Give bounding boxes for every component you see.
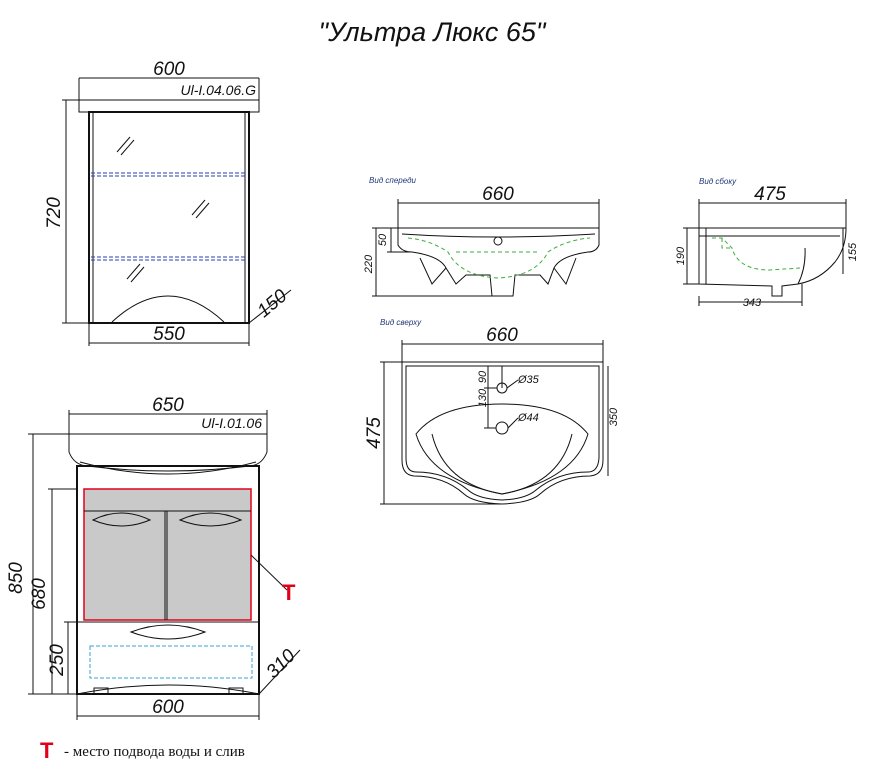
mirror-inner-width-label: 550 [153,324,185,345]
mirror-depth-label: 150 [254,285,292,322]
cabinet-total-height-label: 850 [6,562,27,594]
top-width-label: 660 [486,325,518,346]
bowl-depth-label: 350 [608,407,620,426]
mirror-model-label: Ul-I.04.06.G [181,82,257,98]
cabinet-drawer-height-label: 250 [47,644,68,677]
side-height-left-label: 190 [675,246,687,265]
front-view-label: Вид спереди [369,176,417,185]
front-height-label: 220 [363,254,375,274]
page-title: "Ультра Люкс 65" [319,17,547,47]
vanity-cabinet-drawing: 650 Ul-I.01.06 850 680 250 [6,395,301,720]
legend-marker: T [40,738,54,763]
mirror-width-label: 600 [153,59,185,80]
cabinet-top-width-label: 650 [152,395,184,416]
sink-top-view: Вид сверху 660 90 130 Ø35 Ø44 475 350 [364,318,620,505]
side-view-label: Вид сбоку [699,177,737,186]
sink-side-view: Вид сбоку 475 190 155 343 [675,177,859,309]
cabinet-depth-label: 310 [262,645,300,683]
front-width-label: 660 [482,184,514,205]
cabinet-model-label: Ul-I.01.06 [201,415,262,431]
drain-hole-label: Ø44 [517,412,539,424]
side-bottom-depth-label: 343 [743,297,762,309]
tap-hole-label: Ø35 [517,374,540,386]
top-dim-a-label: 90 [477,370,489,383]
legend-text: - место подвода воды и слив [64,744,245,760]
top-view-label: Вид сверху [380,318,422,327]
side-height-right-label: 155 [847,242,859,261]
side-depth-label: 475 [754,184,786,205]
top-depth-label: 475 [364,417,385,449]
mirror-height-label: 720 [44,197,65,229]
cabinet-body-height-label: 680 [29,578,50,610]
legend: T - место подвода воды и слив [40,738,245,763]
mirror-cabinet-drawing: 600 Ul-I.04.06.G 720 550 150 [44,59,292,346]
cabinet-base-width-label: 600 [152,697,184,718]
connection-marker: T [282,580,296,605]
sink-front-view: Вид спереди 660 220 50 [363,176,600,297]
top-dim-b-label: 130 [477,388,489,407]
front-rim-label: 50 [377,233,389,246]
